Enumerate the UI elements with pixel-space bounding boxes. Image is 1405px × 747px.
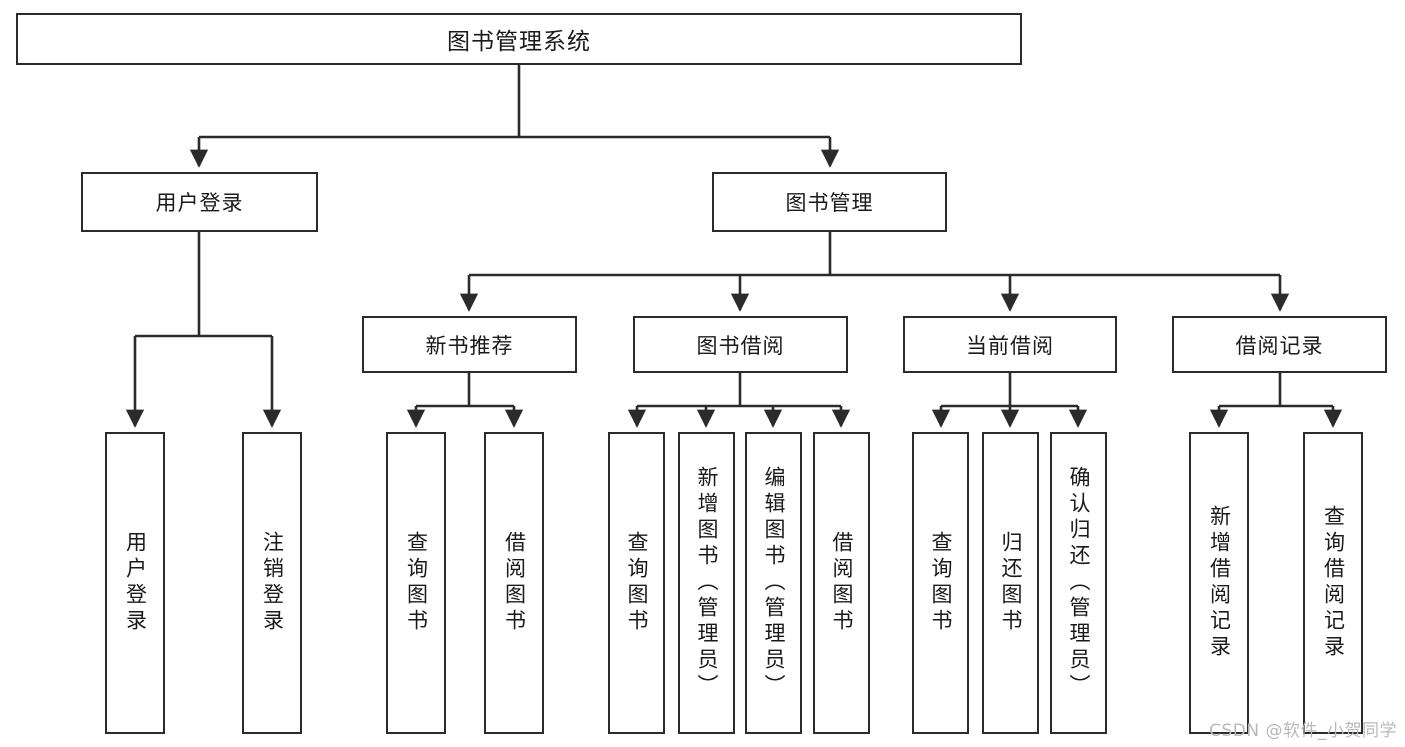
node-leaf-user-login[interactable]: 用户登录 bbox=[105, 432, 165, 734]
node-leaf-user-logout[interactable]: 注销登录 bbox=[242, 432, 302, 734]
node-leaf-query-book-3[interactable]: 查询图书 bbox=[912, 432, 969, 734]
node-root[interactable]: 图书管理系统 bbox=[16, 13, 1022, 65]
node-leaf-query-record-label: 查询借阅记录 bbox=[1321, 505, 1346, 661]
node-book-borrow[interactable]: 图书借阅 bbox=[633, 316, 848, 373]
node-leaf-query-book-1[interactable]: 查询图书 bbox=[386, 432, 446, 734]
node-leaf-query-book-3-label: 查询图书 bbox=[929, 531, 953, 635]
node-book-manage[interactable]: 图书管理 bbox=[712, 172, 947, 232]
node-book-borrow-label: 图书借阅 bbox=[696, 333, 785, 358]
node-borrow-record-label: 借阅记录 bbox=[1235, 333, 1324, 358]
node-leaf-confirm-return-label: 确认归还（管理员） bbox=[1067, 466, 1091, 700]
node-current-borrow[interactable]: 当前借阅 bbox=[903, 316, 1117, 373]
node-leaf-return-book-label: 归还图书 bbox=[999, 531, 1023, 635]
node-leaf-borrow-book-2-label: 借阅图书 bbox=[830, 531, 854, 635]
node-borrow-record[interactable]: 借阅记录 bbox=[1172, 316, 1387, 373]
node-leaf-borrow-book-2[interactable]: 借阅图书 bbox=[813, 432, 870, 734]
node-leaf-query-book-2-label: 查询图书 bbox=[625, 531, 649, 635]
node-leaf-edit-book-label: 编辑图书（管理员） bbox=[762, 466, 786, 700]
node-leaf-edit-book[interactable]: 编辑图书（管理员） bbox=[745, 432, 802, 734]
node-leaf-user-login-label: 用户登录 bbox=[123, 531, 148, 635]
node-leaf-borrow-book-1-label: 借阅图书 bbox=[502, 531, 527, 635]
node-leaf-user-logout-label: 注销登录 bbox=[260, 531, 285, 635]
node-leaf-add-record-label: 新增借阅记录 bbox=[1207, 505, 1232, 661]
node-leaf-query-book-1-label: 查询图书 bbox=[404, 531, 429, 635]
node-leaf-add-book-label: 新增图书（管理员） bbox=[695, 466, 719, 700]
node-book-manage-label: 图书管理 bbox=[785, 191, 874, 215]
node-user-login-label: 用户登录 bbox=[155, 191, 244, 215]
node-current-borrow-label: 当前借阅 bbox=[966, 333, 1054, 358]
node-leaf-borrow-book-1[interactable]: 借阅图书 bbox=[484, 432, 544, 734]
node-root-label: 图书管理系统 bbox=[447, 29, 591, 55]
node-user-login[interactable]: 用户登录 bbox=[81, 172, 318, 232]
node-leaf-confirm-return[interactable]: 确认归还（管理员） bbox=[1050, 432, 1107, 734]
node-leaf-add-book[interactable]: 新增图书（管理员） bbox=[678, 432, 735, 734]
node-leaf-return-book[interactable]: 归还图书 bbox=[982, 432, 1039, 734]
watermark: CSDN @软件_小贺同学 bbox=[1209, 721, 1397, 741]
node-leaf-query-record[interactable]: 查询借阅记录 bbox=[1303, 432, 1363, 734]
node-leaf-query-book-2[interactable]: 查询图书 bbox=[608, 432, 665, 734]
node-leaf-add-record[interactable]: 新增借阅记录 bbox=[1189, 432, 1249, 734]
node-new-book-recommend-label: 新书推荐 bbox=[425, 333, 514, 358]
node-new-book-recommend[interactable]: 新书推荐 bbox=[362, 316, 577, 373]
